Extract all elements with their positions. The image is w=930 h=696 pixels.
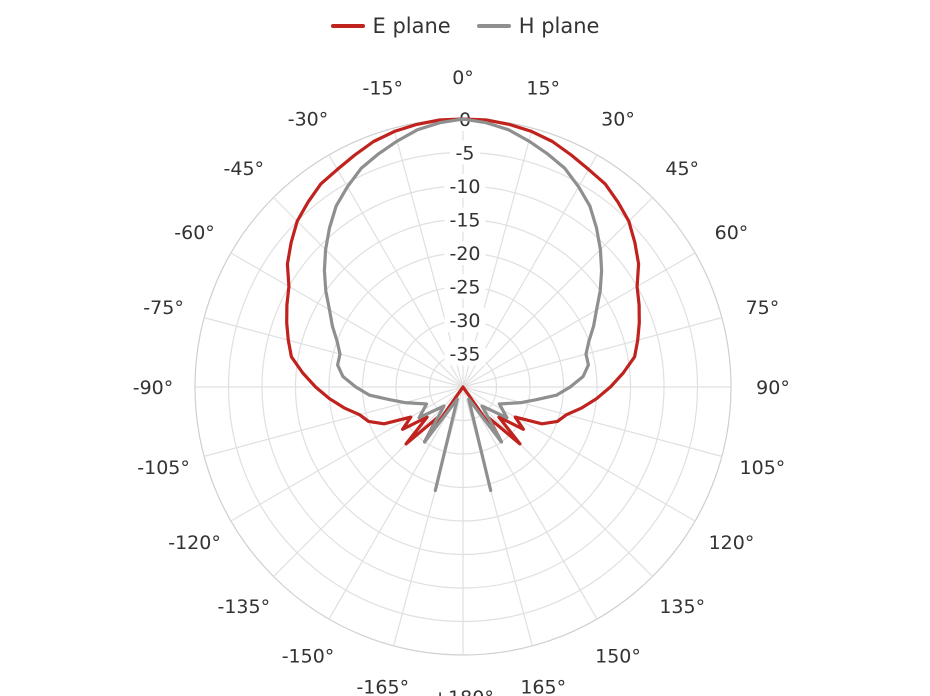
- angular-tick-label: -30°: [288, 109, 329, 131]
- angular-tick-label: -45°: [224, 158, 265, 180]
- radial-tick-background: [450, 140, 480, 165]
- radial-tick-label: -25: [449, 277, 480, 299]
- radial-tick-label: -15: [449, 210, 480, 232]
- legend-item: H plane: [476, 14, 600, 38]
- angular-gridline: [273, 197, 464, 388]
- angular-gridline: [462, 386, 598, 620]
- radial-tick-label: -35: [449, 344, 480, 366]
- angular-tick-label: 120°: [709, 532, 755, 554]
- legend-label: H plane: [518, 14, 600, 38]
- angular-tick-label: -135°: [217, 596, 270, 618]
- angular-tick-label: -15°: [362, 78, 403, 100]
- radial-tick-background: [444, 274, 486, 299]
- radial-tick-background: [444, 308, 486, 332]
- angular-gridline: [203, 386, 464, 457]
- legend-item: E plane: [330, 14, 451, 38]
- angular-tick-label: 0°: [452, 67, 474, 89]
- angular-tick-label: 30°: [601, 109, 635, 131]
- angular-tick-label: 135°: [659, 596, 705, 618]
- angular-gridline: [328, 386, 464, 620]
- angular-gridline: [462, 386, 653, 577]
- angular-tick-label: -90°: [133, 377, 174, 399]
- angular-gridline: [462, 386, 696, 522]
- angular-tick-label: 75°: [746, 297, 780, 319]
- angular-tick-label: 45°: [665, 158, 699, 180]
- legend: E plane H plane: [0, 14, 930, 38]
- legend-swatch: [476, 24, 511, 28]
- angular-gridline: [273, 386, 464, 577]
- radial-tick-label: -30: [449, 310, 480, 332]
- angular-tick-label: -150°: [282, 645, 335, 667]
- angular-tick-label: ±180°: [432, 687, 494, 696]
- radial-tick-label: -5: [456, 143, 475, 165]
- angular-gridline: [230, 386, 464, 522]
- radial-tick-background: [444, 174, 486, 198]
- angular-gridline: [230, 252, 464, 388]
- angular-tick-label: -165°: [356, 676, 409, 696]
- radial-tick-label: -20: [449, 243, 480, 265]
- angular-tick-label: 15°: [526, 78, 560, 100]
- angular-gridline: [328, 154, 464, 388]
- angular-tick-label: 105°: [740, 457, 786, 479]
- angular-tick-label: -75°: [143, 297, 184, 319]
- angular-tick-label: 150°: [595, 645, 641, 667]
- angular-gridline: [203, 317, 464, 388]
- angular-tick-label: -60°: [174, 222, 215, 244]
- radial-tick-background: [444, 341, 486, 366]
- series-line-h-plane: [322, 117, 604, 493]
- angular-gridline: [462, 197, 653, 388]
- angular-tick-label: 60°: [715, 222, 749, 244]
- legend-swatch: [330, 24, 365, 28]
- angular-gridline: [462, 317, 723, 388]
- angular-gridline: [462, 252, 696, 388]
- legend-label: E plane: [372, 14, 451, 38]
- angular-tick-label: 165°: [520, 676, 566, 696]
- angular-tick-label: -120°: [168, 532, 221, 554]
- radial-tick-background: [444, 207, 486, 232]
- radial-tick-background: [444, 241, 486, 265]
- angular-gridline: [462, 386, 723, 457]
- angular-tick-label: -105°: [137, 457, 190, 479]
- radial-tick-label: -10: [449, 176, 480, 198]
- angular-tick-label: 90°: [756, 377, 790, 399]
